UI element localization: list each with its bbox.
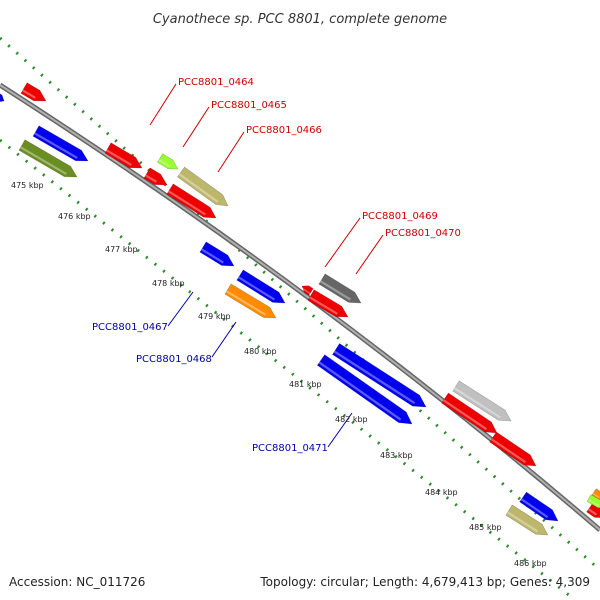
gene-arrow-blue-b[interactable] — [236, 269, 286, 304]
gene-arrow-red-c-highlight — [490, 438, 527, 464]
gene-arrow-gray-0469[interactable] — [318, 273, 362, 304]
gene-arrow-red-small[interactable] — [301, 285, 314, 296]
gene-arrow-blue-b-highlight — [238, 276, 275, 301]
gene-arrow-red-0465a[interactable] — [143, 167, 168, 186]
label-leaders — [149, 83, 384, 448]
gene-arrow-blue-0471[interactable] — [316, 354, 413, 425]
gene-arrow-red-0464[interactable] — [104, 142, 143, 169]
gene-arrow-khaki-b[interactable] — [505, 504, 549, 536]
gene-label-0468[interactable]: PCC8801_0468 — [136, 354, 212, 365]
gene-arrow-orange-0468-highlight — [226, 290, 266, 316]
kbp-label-475: 475 kbp — [11, 181, 44, 190]
gene-arrow-blue-a[interactable] — [32, 125, 89, 162]
gene-arrow-red-small-highlight — [300, 286, 311, 295]
map-title: Cyanothece sp. PCC 8801, complete genome — [153, 12, 447, 27]
gene-arrow-lightgray-highlight — [454, 387, 501, 419]
gene-arrow-red-b[interactable] — [441, 392, 498, 434]
gene-arrow-red-0465b-highlight — [168, 190, 206, 216]
gene-label-0470[interactable]: PCC8801_0470 — [385, 228, 461, 239]
kbp-label-481: 481 kbp — [289, 380, 322, 389]
gene-arrow-blue-c[interactable] — [332, 343, 427, 408]
gene-arrow-red-0465a-highlight — [145, 174, 157, 183]
gene-arrow-blue-0467[interactable] — [199, 241, 235, 267]
gene-arrow-lightgray[interactable] — [452, 380, 512, 422]
gene-arrow-lime[interactable] — [156, 153, 179, 170]
gene-arrow-red-0470-highlight — [309, 296, 338, 315]
gene-arrow-blue-d-highlight — [520, 498, 549, 519]
kbp-label-480: 480 kbp — [244, 347, 277, 356]
kbp-label-482: 482 kbp — [335, 415, 368, 424]
gene-arrow-khaki-0466[interactable] — [177, 166, 229, 207]
gene-arrow-blue-d[interactable] — [519, 491, 559, 522]
gene-arrow-red-c[interactable] — [489, 431, 537, 467]
kbp-label-478: 478 kbp — [152, 279, 185, 288]
kbp-label-479: 479 kbp — [198, 312, 231, 321]
gene-arrow-blue-0467-highlight — [201, 248, 224, 264]
gene-label-0471[interactable]: PCC8801_0471 — [252, 443, 328, 454]
gene-arrow-olive[interactable] — [18, 139, 78, 178]
gene-arrow-blue-a-highlight — [34, 132, 78, 159]
gene-arrow-olive-highlight — [20, 146, 67, 175]
gene-arrow-red-a[interactable] — [20, 82, 47, 102]
kbp-label-485: 485 kbp — [469, 523, 502, 532]
genome-backbone — [0, 82, 600, 532]
inner-tick-track — [0, 138, 576, 600]
kbp-label-476: 476 kbp — [58, 212, 91, 221]
gene-arrow-red-a-highlight — [22, 89, 36, 99]
gene-arrow-red-0465b[interactable] — [166, 183, 217, 219]
gene-label-0465[interactable]: PCC8801_0465 — [211, 100, 287, 111]
gene-arrow-blue-c-highlight — [333, 350, 416, 405]
genome-summary-text: Topology: circular; Length: 4,679,413 bp… — [259, 575, 590, 589]
gene-arrow-blue-edge[interactable] — [0, 93, 5, 102]
gene-arrow-red-b-highlight — [442, 399, 488, 431]
gene-label-0469[interactable]: PCC8801_0469 — [362, 211, 438, 222]
gene-features — [0, 82, 600, 536]
gene-arrow-lime-edge-highlight — [587, 498, 600, 507]
gene-arrow-khaki-0466-highlight — [178, 173, 219, 203]
gene-arrow-lime-edge[interactable] — [586, 494, 600, 509]
gene-arrow-red-0470[interactable] — [307, 289, 349, 318]
gene-arrow-lime-highlight — [158, 159, 170, 167]
kbp-label-483: 483 kbp — [380, 451, 413, 460]
kbp-label-477: 477 kbp — [105, 245, 138, 254]
gene-arrow-orange-edge-highlight — [592, 492, 600, 499]
kbp-label-486: 486 kbp — [514, 559, 547, 568]
gene-arrow-khaki-b-highlight — [506, 511, 539, 533]
gene-arrow-orange-0468[interactable] — [224, 283, 277, 319]
gene-label-0467[interactable]: PCC8801_0467 — [92, 322, 168, 333]
outer-tick-track — [0, 36, 600, 572]
gene-arrow-blue-0471-highlight — [318, 361, 402, 421]
gene-arrow-gray-0469-highlight — [320, 280, 351, 301]
gene-arrow-red-edge-highlight — [587, 508, 598, 516]
accession-text: Accession: NC_011726 — [9, 575, 145, 589]
gene-label-0466[interactable]: PCC8801_0466 — [246, 125, 322, 136]
gene-label-0464[interactable]: PCC8801_0464 — [178, 77, 254, 88]
gene-arrow-red-0464-highlight — [106, 149, 132, 166]
kbp-label-484: 484 kbp — [425, 488, 458, 497]
